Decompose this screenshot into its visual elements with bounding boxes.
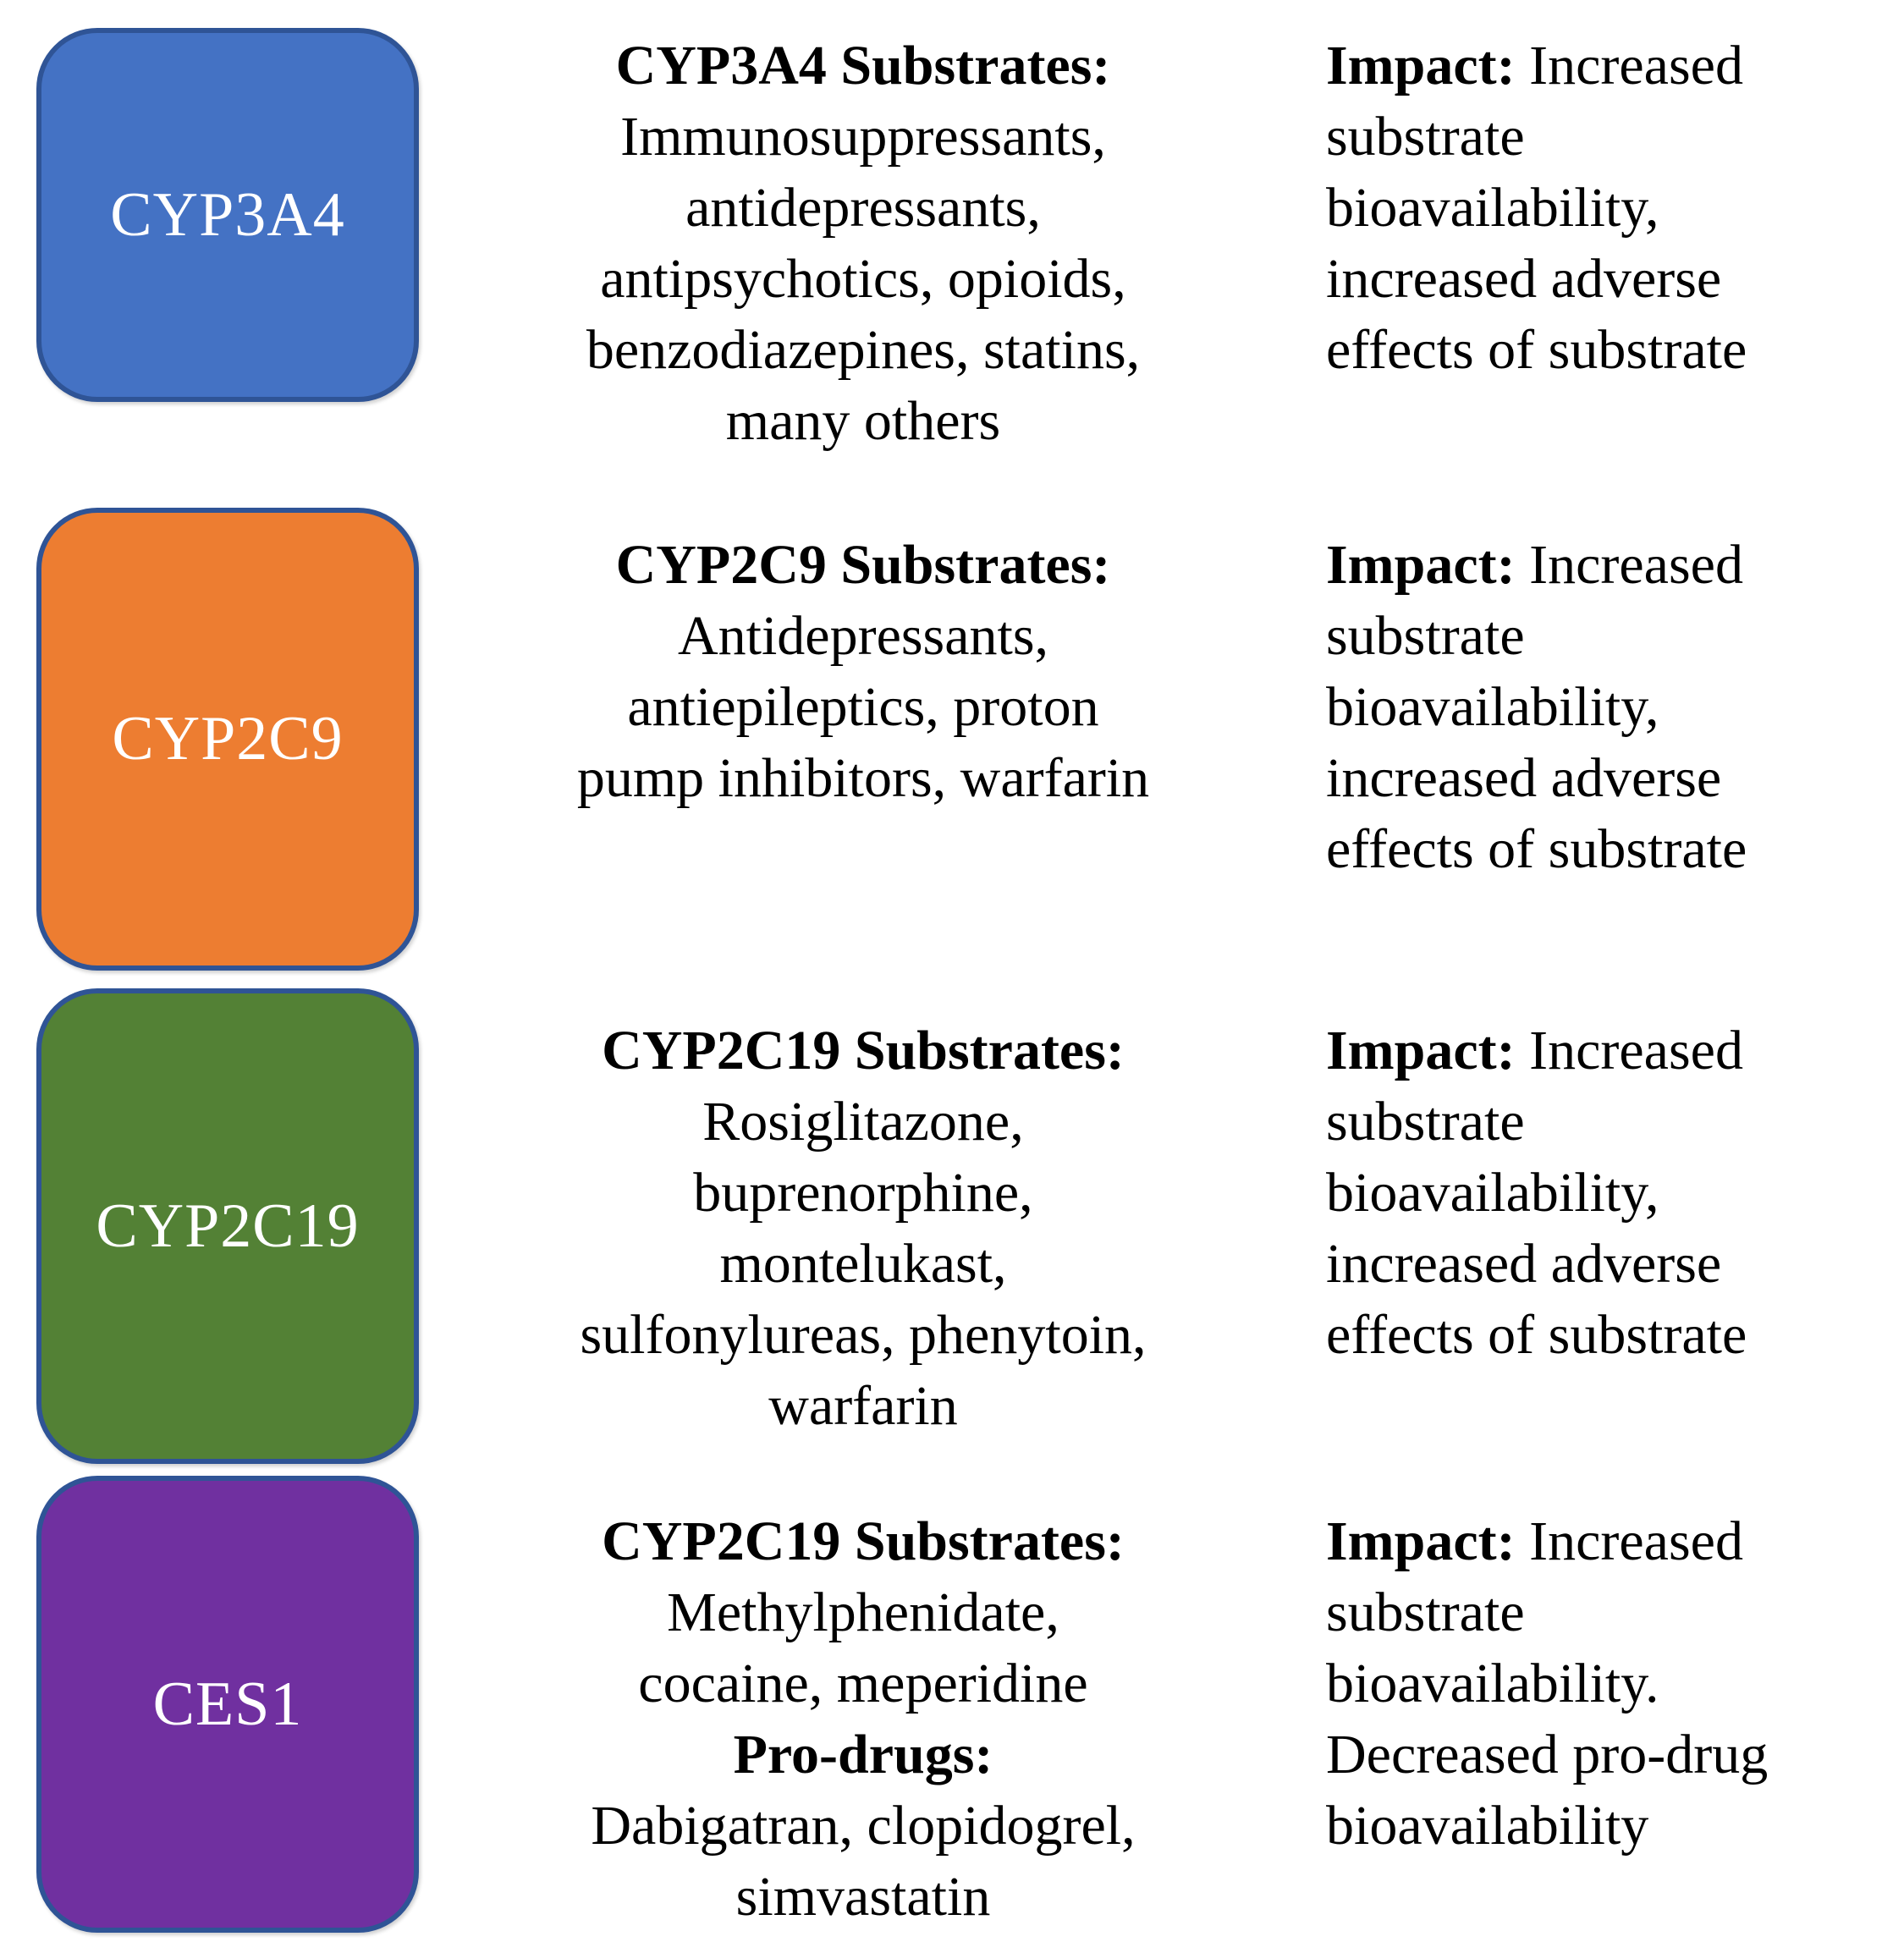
- prodrugs-heading: Pro-drugs:: [733, 1724, 993, 1785]
- enzyme-box-cyp3a4: CYP3A4: [36, 28, 419, 402]
- substrates-heading: CYP2C19 Substrates:: [602, 1510, 1125, 1572]
- impact-label: Impact:: [1326, 534, 1516, 596]
- row-ces1-box-cell: CES1: [36, 1472, 419, 1942]
- impact-body: Increased substrate bioavailability, inc…: [1326, 534, 1747, 880]
- enzyme-label-ces1: CES1: [152, 1669, 303, 1739]
- enzyme-box-cyp2c9: CYP2C9: [36, 508, 419, 971]
- enzyme-label-cyp2c19: CYP2C19: [96, 1191, 360, 1261]
- impact-ces1: Impact: Increased substrate bioavailabil…: [1265, 1472, 1904, 1942]
- enzyme-label-cyp3a4: CYP3A4: [110, 179, 345, 250]
- substrates-body: Antidepressants, antiepileptics, proton …: [576, 605, 1150, 809]
- row-cyp3a4-box-cell: CYP3A4: [36, 0, 419, 486]
- impact-body: Increased substrate bioavailability, inc…: [1326, 1020, 1747, 1366]
- impact-body: Increased substrate bioavailability, inc…: [1326, 35, 1747, 381]
- row-cyp2c9-box-cell: CYP2C9: [36, 486, 419, 982]
- impact-cyp2c9: Impact: Increased substrate bioavailabil…: [1265, 486, 1904, 982]
- row-cyp2c19-box-cell: CYP2C19: [36, 982, 419, 1472]
- substrates-ces1: CYP2C19 Substrates: Methylphenidate, coc…: [419, 1472, 1265, 1942]
- substrates-heading: CYP3A4 Substrates:: [615, 35, 1111, 96]
- impact-body: Increased substrate bioavailability. Dec…: [1326, 1510, 1769, 1857]
- impact-cyp2c19: Impact: Increased substrate bioavailabil…: [1265, 982, 1904, 1472]
- impact-cyp3a4: Impact: Increased substrate bioavailabil…: [1265, 0, 1904, 486]
- impact-label: Impact:: [1326, 1510, 1516, 1572]
- substrates-heading: CYP2C9 Substrates:: [615, 534, 1111, 596]
- impact-label: Impact:: [1326, 35, 1516, 96]
- substrates-cyp3a4: CYP3A4 Substrates: Immunosuppressants, a…: [419, 0, 1265, 486]
- substrates-cyp2c9: CYP2C9 Substrates: Antidepressants, anti…: [419, 486, 1265, 982]
- substrates-heading: CYP2C19 Substrates:: [602, 1020, 1125, 1081]
- enzyme-box-cyp2c19: CYP2C19: [36, 988, 419, 1464]
- enzyme-label-cyp2c9: CYP2C9: [112, 704, 344, 773]
- impact-label: Impact:: [1326, 1020, 1516, 1081]
- prodrugs-body: Dabigatran, clopidogrel, simvastatin: [591, 1795, 1136, 1928]
- substrates-cyp2c19: CYP2C19 Substrates: Rosiglitazone, bupre…: [419, 982, 1265, 1472]
- substrates-body: Methylphenidate, cocaine, meperidine: [638, 1582, 1088, 1714]
- enzyme-box-ces1: CES1: [36, 1476, 419, 1933]
- substrates-body: Rosiglitazone, buprenorphine, montelukas…: [580, 1091, 1147, 1437]
- substrates-body: Immunosuppressants, antidepressants, ant…: [586, 106, 1141, 452]
